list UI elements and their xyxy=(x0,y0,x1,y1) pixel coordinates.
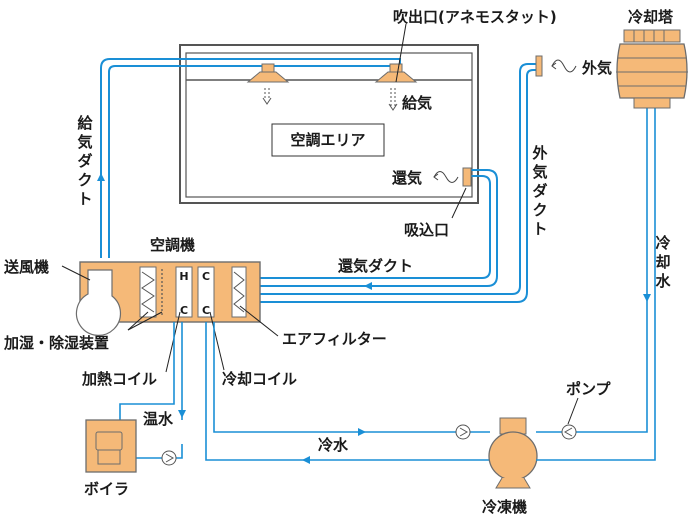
heating-coil-h: H xyxy=(179,270,188,283)
diffuser-label: 吹出口(アネモスタット) xyxy=(393,8,557,26)
cold-water-pump-icon xyxy=(455,424,471,440)
fan-label: 送風機 xyxy=(3,258,49,276)
heating-coil-c: C xyxy=(180,304,188,317)
room-label: 空調エリア xyxy=(290,131,365,149)
boiler xyxy=(85,419,137,473)
cooling-coil-c-top: C xyxy=(202,270,210,283)
return-duct-arrow xyxy=(364,282,372,290)
cooling-coil-label: 冷却コイル xyxy=(222,370,297,388)
return-air-wave xyxy=(433,171,459,183)
cooling-water-loop xyxy=(536,108,656,461)
cold-water-loop xyxy=(205,322,490,464)
supply-duct xyxy=(97,58,401,258)
outside-air-wave xyxy=(551,59,577,73)
cooling-coil-element xyxy=(197,266,215,318)
cooling-water-pump-icon xyxy=(561,424,577,440)
heating-coil-label: 加熱コイル xyxy=(81,370,157,388)
diffuser-right xyxy=(374,63,418,83)
outside-air-duct-label: 外気ダクト xyxy=(531,144,547,238)
cooling-coil-c-bottom: C xyxy=(202,304,210,317)
return-duct xyxy=(260,169,498,290)
outside-air-duct xyxy=(260,63,538,303)
boiler-label: ボイラ xyxy=(84,480,129,498)
return-air-label: 還気 xyxy=(392,169,422,187)
room-label-box: 空調エリア xyxy=(271,123,385,157)
cooling-tower xyxy=(616,29,688,109)
chiller xyxy=(488,417,538,489)
supply-duct-label: 給気ダクト xyxy=(77,114,93,208)
humidifier-label: 加湿・除湿装置 xyxy=(3,334,109,352)
fan-icon xyxy=(75,269,122,336)
pump-label: ポンプ xyxy=(566,380,612,398)
diffuser-left xyxy=(246,63,290,83)
ahu-label: 空調機 xyxy=(150,236,195,254)
hot-water-label: 温水 xyxy=(143,410,174,428)
air-handling-unit: H C C C xyxy=(75,261,261,336)
room xyxy=(179,44,479,204)
cooling-tower-label: 冷却塔 xyxy=(628,8,674,26)
chiller-label: 冷凍機 xyxy=(482,498,527,516)
supply-air-label: 給気 xyxy=(402,94,432,112)
outside-air-label: 外気 xyxy=(581,59,612,77)
heating-coil-element xyxy=(175,266,193,318)
intake-label: 吸込口 xyxy=(404,221,449,239)
supply-air-arrows xyxy=(262,88,398,111)
hot-water-pump-icon xyxy=(161,450,177,466)
outside-air-intake xyxy=(535,55,543,77)
cold-water-label: 冷水 xyxy=(318,436,349,454)
supply-duct-arrow xyxy=(97,173,105,181)
cooling-water-label: 冷却水 xyxy=(655,234,671,290)
hot-water-loop xyxy=(119,322,186,459)
air-filter-label: エアフィルター xyxy=(282,330,387,348)
intake-grille xyxy=(462,167,472,187)
return-duct-label: 還気ダクト xyxy=(338,257,413,275)
